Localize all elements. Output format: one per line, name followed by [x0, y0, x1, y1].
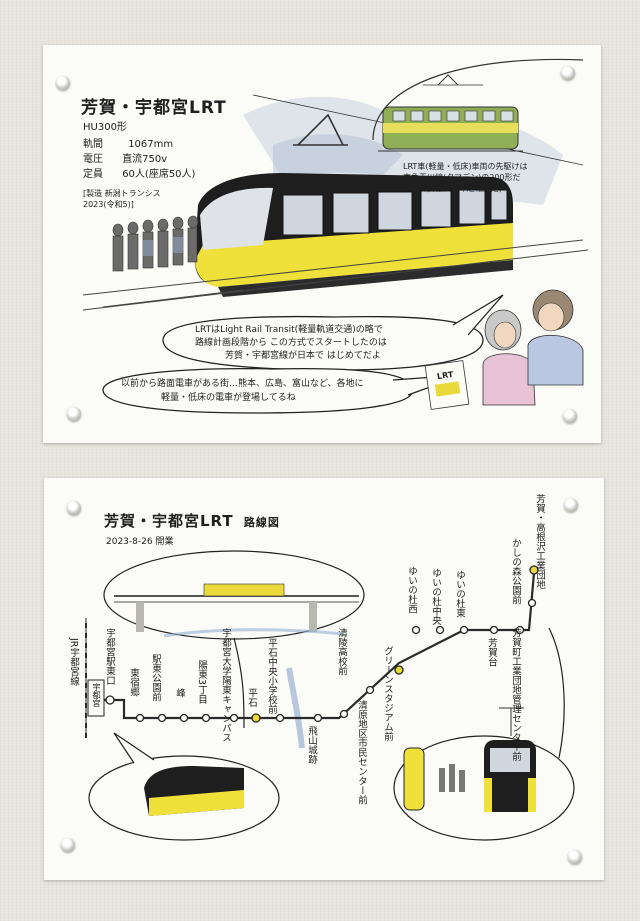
- station-yuinomori-west: ゆいの杜西: [406, 566, 417, 614]
- pushpin: [561, 66, 575, 80]
- station-kiyohara-center: 清原地区市民センター前: [356, 700, 367, 805]
- station-hiraishi-chuo: 平石中央小学校前: [266, 638, 277, 714]
- station-kashinomori-park: かしの森公園前: [510, 538, 521, 605]
- station-tobiyama-castle: 飛山城跡: [306, 726, 317, 764]
- spec-gauge-label: 軌間: [83, 139, 103, 150]
- pushpin: [61, 838, 75, 852]
- vintage-tram-note: LRT車(軽量・低床)車両の先駆けは 東急玉川線(タマデン)の200形だ (19…: [403, 161, 528, 194]
- route-map-title: 芳賀・宇都宮LRT 路線図: [104, 510, 280, 531]
- top-sheet-title: 芳賀・宇都宮LRT: [81, 98, 227, 118]
- station-green-stadium: グリーンスタジアム前: [382, 646, 393, 741]
- station-yuinomori-east: ゆいの杜東: [454, 570, 465, 618]
- bubble-2-line-2: 軽量・低床の電車が登場してるね: [161, 393, 296, 403]
- station-haga-industrial-center: 芳賀町工業団地管理センター前: [510, 628, 521, 761]
- bubble-1-line-2: 路線計画段階から この方式でスタートしたのは: [195, 338, 387, 348]
- spec-gauge-value: 1067mm: [128, 139, 174, 150]
- station-yuinomori-central: ゆいの杜中央: [430, 568, 441, 625]
- opening-date: 2023-8-26 開業: [106, 537, 174, 547]
- vintage-note-line-2: 東急玉川線(タマデン)の200形だ: [403, 173, 521, 182]
- station-mine: 峰: [174, 688, 185, 698]
- bubble-lrt-explanation: LRTはLight Rail Transit(軽量軌道交通)の略で 路線計画段階…: [195, 324, 387, 363]
- bubble-2-line-1: 以前から路面電車がある街…熊本、広島、富山など、各地に: [121, 379, 364, 389]
- pushpin: [56, 76, 70, 90]
- station-higashi-shukugo: 東宿郷: [128, 668, 139, 697]
- spec-capacity-value: 60人(座席50人): [122, 169, 196, 180]
- bubble-other-cities: 以前から路面電車がある街…熊本、広島、富山など、各地に 軽量・低床の電車が登場し…: [121, 377, 364, 405]
- route-map-drawing: [85, 550, 575, 841]
- station-utsunomiya-east: 宇都宮駅東口: [104, 628, 115, 685]
- bubble-1-line-1: LRTはLight Rail Transit(軽量軌道交通)の略で: [195, 325, 383, 335]
- top-sheet-drawing: [82, 58, 589, 414]
- spec-voltage-value: 直流750v: [122, 154, 168, 165]
- spec-capacity: 定員 60人(座席50人): [83, 167, 195, 182]
- manufacturer-note: [製造 新潟トランシス 2023(令和5)]: [83, 189, 161, 209]
- spec-gauge: 軌間 1067mm: [83, 137, 173, 152]
- station-seiryo-hs: 清陵高校前: [336, 628, 347, 676]
- bottom-route-map-sheet: 芳賀・宇都宮LRT 路線図 2023-8-26 開業 JR宇都宮線 宇都宮 宇都…: [44, 478, 604, 880]
- station-yoto-3: 陽東3丁目: [196, 660, 207, 705]
- pushpin: [568, 850, 582, 864]
- jr-line-label: JR宇都宮線: [68, 638, 79, 686]
- pushpin: [67, 407, 81, 421]
- route-map-title-text: 芳賀・宇都宮LRT: [104, 512, 234, 530]
- station-haga-takanezawa: 芳賀・高根沢工業団地: [534, 494, 545, 589]
- bubble-1-line-3: 芳賀・宇都宮線が日本で はじめてだよ: [225, 351, 381, 361]
- tram-model: HU300形: [83, 122, 127, 133]
- jr-station-label: 宇都宮: [92, 683, 101, 707]
- station-hiraishi: 平石: [246, 688, 257, 707]
- station-hagadai: 芳賀台: [486, 638, 497, 667]
- pushpin: [564, 498, 578, 512]
- station-ekihigashi-park: 駅東公園前: [150, 654, 161, 702]
- vintage-note-line-1: LRT車(軽量・低床)車両の先駆けは: [403, 162, 528, 171]
- station-utsunomiya-univ: 宇都宮大学陽東キャンパス: [220, 628, 231, 742]
- route-map-subtitle: 路線図: [243, 516, 280, 529]
- pushpin: [67, 501, 81, 515]
- spec-voltage-label: 電圧: [83, 154, 103, 165]
- spec-voltage: 電圧 直流750v: [83, 152, 167, 167]
- vintage-note-line-3: (1955(昭和30)年運転開始): [403, 184, 503, 193]
- spec-capacity-label: 定員: [83, 169, 103, 180]
- pushpin: [563, 409, 577, 423]
- top-illustration-sheet: 芳賀・宇都宮LRT HU300形 軌間 1067mm 電圧 直流750v 定員 …: [43, 45, 601, 443]
